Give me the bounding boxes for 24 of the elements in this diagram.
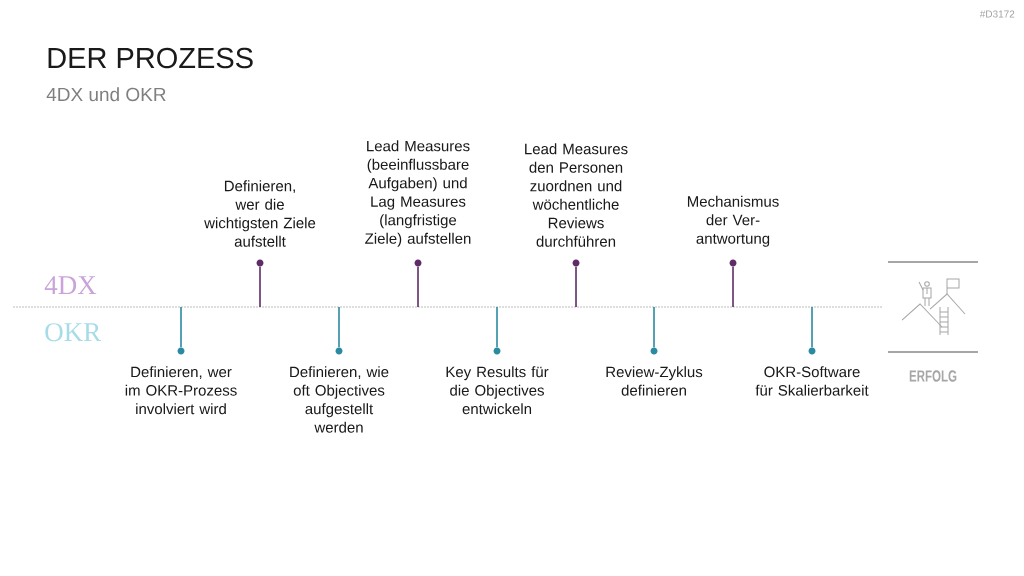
subtitle: 4DX und OKR xyxy=(46,87,166,102)
milestone-text: Definieren, wer die wichtigsten Ziele aufstellt xyxy=(204,180,316,247)
milestone-text: Review-Zyklus definieren xyxy=(606,366,703,396)
leader-line xyxy=(732,265,734,308)
milestone-text: Definieren, wer im OKR-Prozess involviert wird xyxy=(125,366,237,415)
leader-line xyxy=(180,306,182,349)
row-label: OKR xyxy=(45,323,102,342)
milestone-text: Mechanismus der Ver- antwortung xyxy=(687,195,779,247)
leader-line xyxy=(496,306,498,349)
milestone-text: Key Results für die Objectives entwickeln xyxy=(446,366,549,415)
leader-line xyxy=(653,306,655,349)
row-label: 4DX xyxy=(44,276,97,295)
leader-line xyxy=(575,265,577,308)
leader-line xyxy=(338,306,340,349)
milestone-text: Definieren, wie oft Objectives aufgestellt werden xyxy=(290,366,389,433)
milestone-text: Lead Measures den Personen zuordnen und wöchentliche Reviews durchführen xyxy=(525,143,628,247)
milestone-text: OKR-Software für Skalierbarkeit xyxy=(755,366,869,396)
slide-code: #D3172 xyxy=(979,10,1015,18)
milestone-text: Lead Measures (beeinflussbare Aufgaben) und Lag Measures (langfristige Ziele) aufstellen xyxy=(365,140,471,247)
goal-label: ERFOLG xyxy=(909,370,957,382)
leader-line xyxy=(259,265,261,308)
leader-line xyxy=(417,265,419,308)
leader-line xyxy=(811,306,813,349)
title: DER PROZESS xyxy=(48,47,253,69)
